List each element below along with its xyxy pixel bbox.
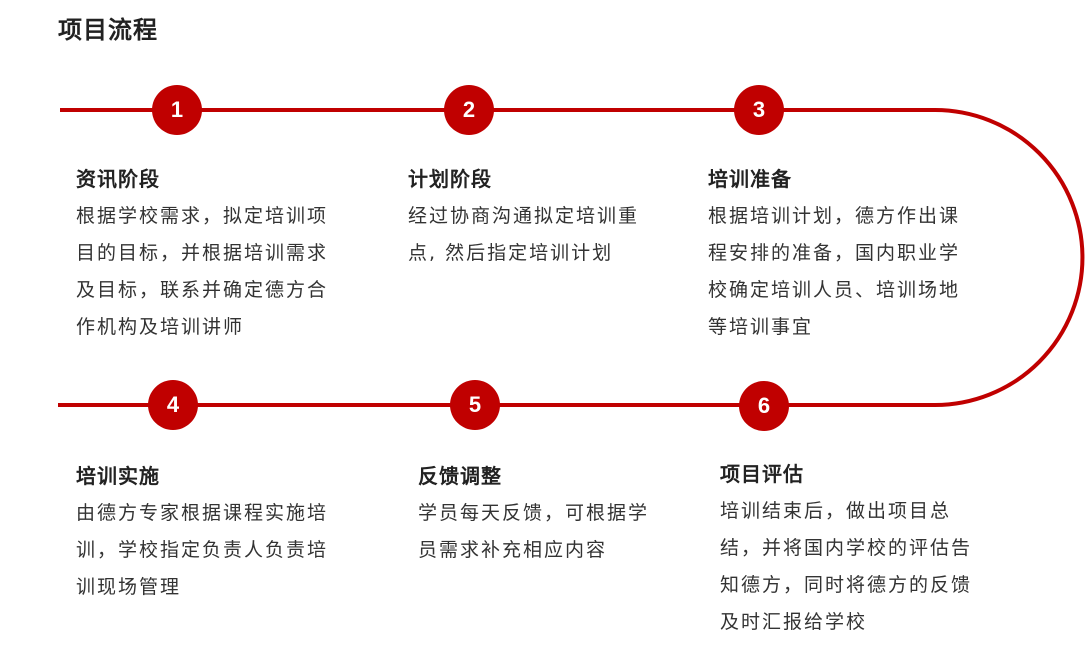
step-4-title: 培训实施 <box>76 464 160 488</box>
step-4: 培训实施 由德方专家根据课程实施培训，学校指定负责人负责培训现场管理 <box>76 460 348 606</box>
step-5: 反馈调整 学员每天反馈，可根据学员需求补充相应内容 <box>418 460 658 569</box>
step-5-desc: 学员每天反馈，可根据学员需求补充相应内容 <box>418 502 650 561</box>
step-1: 资讯阶段 根据学校需求，拟定培训项目的目标，并根据培训需求及目标，联系并确定德方… <box>76 163 348 346</box>
step-3-desc: 根据培训计划，德方作出课程安排的准备，国内职业学校确定培训人员、培训场地等培训事… <box>708 205 961 338</box>
step-1-title: 资讯阶段 <box>76 167 160 191</box>
process-track-line <box>58 108 1085 407</box>
step-2-desc: 经过协商沟通拟定培训重点, 然后指定培训计划 <box>408 205 640 264</box>
step-2-badge: 2 <box>444 85 494 135</box>
page-title: 项目流程 <box>58 15 158 44</box>
step-1-badge: 1 <box>152 85 202 135</box>
step-6-title: 项目评估 <box>720 462 804 486</box>
step-4-badge: 4 <box>148 380 198 430</box>
step-5-title: 反馈调整 <box>418 464 502 488</box>
step-3: 培训准备 根据培训计划，德方作出课程安排的准备，国内职业学校确定培训人员、培训场… <box>708 163 978 346</box>
step-5-badge: 5 <box>450 380 500 430</box>
step-4-desc: 由德方专家根据课程实施培训，学校指定负责人负责培训现场管理 <box>76 502 329 598</box>
step-3-badge: 3 <box>734 85 784 135</box>
step-6: 项目评估 培训结束后，做出项目总结，并将国内学校的评估告知德方，同时将德方的反馈… <box>720 458 990 641</box>
step-1-desc: 根据学校需求，拟定培训项目的目标，并根据培训需求及目标，联系并确定德方合作机构及… <box>76 205 329 338</box>
step-2: 计划阶段 经过协商沟通拟定培训重点, 然后指定培训计划 <box>408 163 648 272</box>
step-3-title: 培训准备 <box>708 167 792 191</box>
step-2-title: 计划阶段 <box>408 167 492 191</box>
step-6-badge: 6 <box>739 381 789 431</box>
step-6-desc: 培训结束后，做出项目总结，并将国内学校的评估告知德方，同时将德方的反馈及时汇报给… <box>720 500 973 633</box>
